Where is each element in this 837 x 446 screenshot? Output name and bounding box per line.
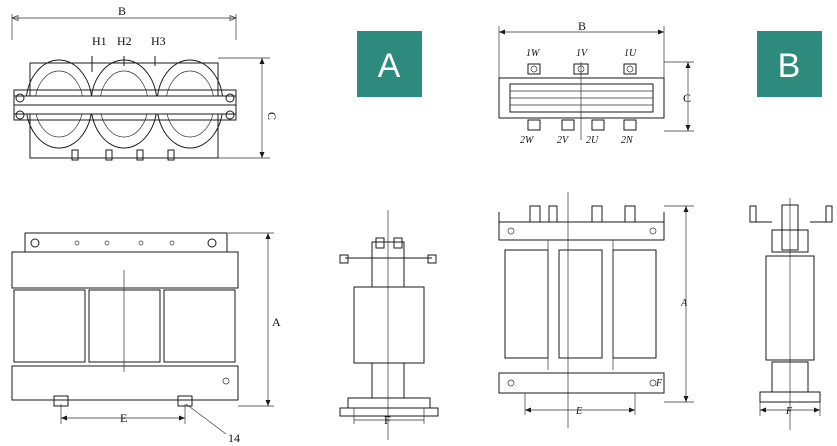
terminal-h1-label: H1 xyxy=(92,34,107,48)
variant-a-front-view: A E 14 xyxy=(11,232,281,445)
variant-a-top-view: B H1 H2 H3 C xyxy=(11,4,279,161)
dimension-f-label-b: F xyxy=(785,406,793,417)
variant-b-front-view: E F A xyxy=(498,192,694,428)
variant-b-top-view: B 1W 1V 1U 2W 2V 2U 2N C xyxy=(498,19,694,146)
terminal-1w-label: 1W xyxy=(526,48,541,59)
dimension-b-label-b: B xyxy=(578,19,586,33)
dimension-b-label-a: B xyxy=(118,4,126,18)
dimension-a-label-a: A xyxy=(272,315,281,329)
terminal-2u-label: 2U xyxy=(586,135,599,146)
terminal-2w-label: 2W xyxy=(520,135,535,146)
dimension-c-label-a: C xyxy=(265,112,279,120)
variant-a-badge: A xyxy=(357,31,422,97)
terminal-2v-label: 2V xyxy=(557,135,570,146)
corner-f-label-b: F xyxy=(655,378,663,389)
dimension-e-label-b: E xyxy=(575,406,582,417)
terminal-1u-label: 1U xyxy=(624,48,637,59)
terminal-1v-label: 1V xyxy=(576,48,589,59)
dimension-c-label-b: C xyxy=(683,91,691,105)
badge-b-text: B xyxy=(778,47,801,85)
badge-a-text: A xyxy=(378,47,401,85)
dimension-f-label-a: F xyxy=(384,413,391,427)
hole-size-label: 14 xyxy=(228,431,240,445)
variant-b-side-view: F xyxy=(749,198,833,430)
dimension-e-label-a: E xyxy=(120,411,127,425)
variant-a-side-view: F xyxy=(339,210,439,440)
terminal-2n-label: 2N xyxy=(621,135,634,146)
variant-b-badge: B xyxy=(757,31,822,97)
terminal-h3-label: H3 xyxy=(151,34,166,48)
dimension-a-label-b: A xyxy=(680,298,688,309)
terminal-h2-label: H2 xyxy=(117,34,132,48)
